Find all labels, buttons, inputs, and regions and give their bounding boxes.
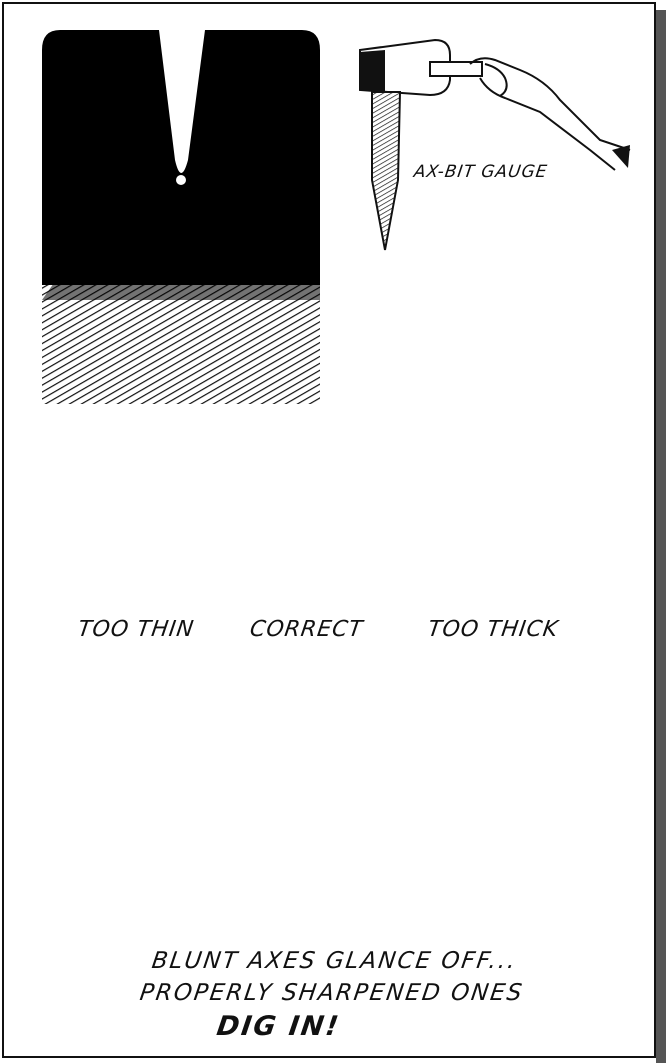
page-shadow: [656, 10, 666, 1063]
correct-label: CORRECT: [248, 617, 364, 642]
caption-line-1: BLUNT AXES GLANCE OFF...: [150, 948, 519, 974]
gauge-label: AX-BIT GAUGE: [413, 162, 549, 182]
caption-line-2: PROPERLY SHARPENED ONES: [138, 980, 525, 1006]
caption-line-3: DIG IN!: [215, 1011, 342, 1042]
too-thin-label: TOO THIN: [76, 617, 196, 642]
too-thick-label: TOO THICK: [426, 617, 560, 642]
